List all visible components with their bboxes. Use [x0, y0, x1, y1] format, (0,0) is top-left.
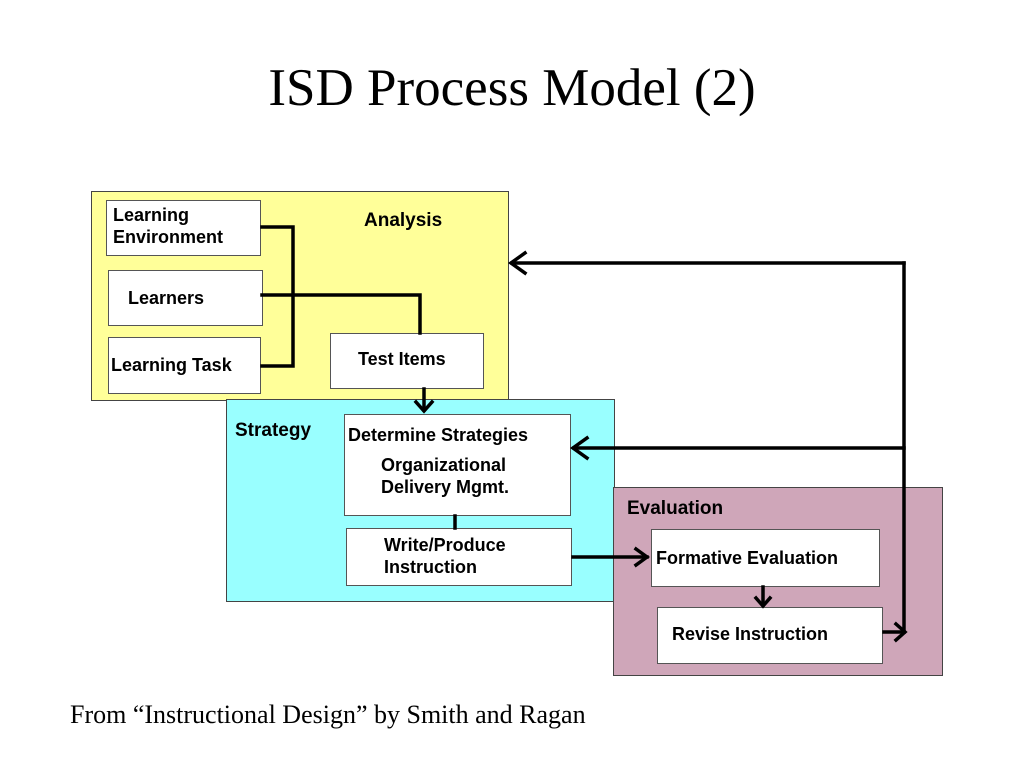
- write-produce-line-2: Instruction: [384, 557, 477, 577]
- slide-title: ISD Process Model (2): [268, 59, 756, 117]
- feedback-to-analysis-arrowhead: [507, 250, 528, 276]
- delivery-mgmt-line: Delivery Mgmt.: [381, 477, 510, 497]
- test-items-label: Test Items: [358, 349, 446, 369]
- organizational-delivery-text: Organizational Delivery Mgmt.: [348, 454, 570, 498]
- write-produce-line-1: Write/Produce: [384, 535, 506, 555]
- revise-instruction-label: Revise Instruction: [672, 624, 829, 644]
- learners-label: Learners: [128, 288, 205, 308]
- learners-box: Learners: [108, 270, 263, 326]
- organizational-line: Organizational: [381, 455, 507, 475]
- analysis-label: Analysis: [364, 210, 443, 231]
- determine-strategies-box: Determine Strategies Organizational Deli…: [344, 414, 571, 516]
- learning-environment-line-2: Environment: [113, 227, 224, 247]
- source-caption: From “Instructional Design” by Smith and…: [70, 700, 586, 729]
- evaluation-label: Evaluation: [627, 498, 724, 519]
- test-items-box: Test Items: [330, 333, 484, 389]
- learning-task-label: Learning Task: [111, 355, 232, 375]
- formative-evaluation-box: Formative Evaluation: [651, 529, 880, 587]
- formative-evaluation-label: Formative Evaluation: [656, 548, 839, 568]
- learning-environment-box: Learning Environment: [106, 200, 261, 256]
- determine-strategies-label: Determine Strategies: [348, 425, 529, 445]
- write-produce-box: Write/Produce Instruction: [346, 528, 572, 586]
- revise-instruction-box: Revise Instruction: [657, 607, 883, 664]
- learning-environment-line-1: Learning: [113, 205, 190, 225]
- strategy-label: Strategy: [235, 420, 312, 441]
- learning-task-box: Learning Task: [108, 337, 261, 394]
